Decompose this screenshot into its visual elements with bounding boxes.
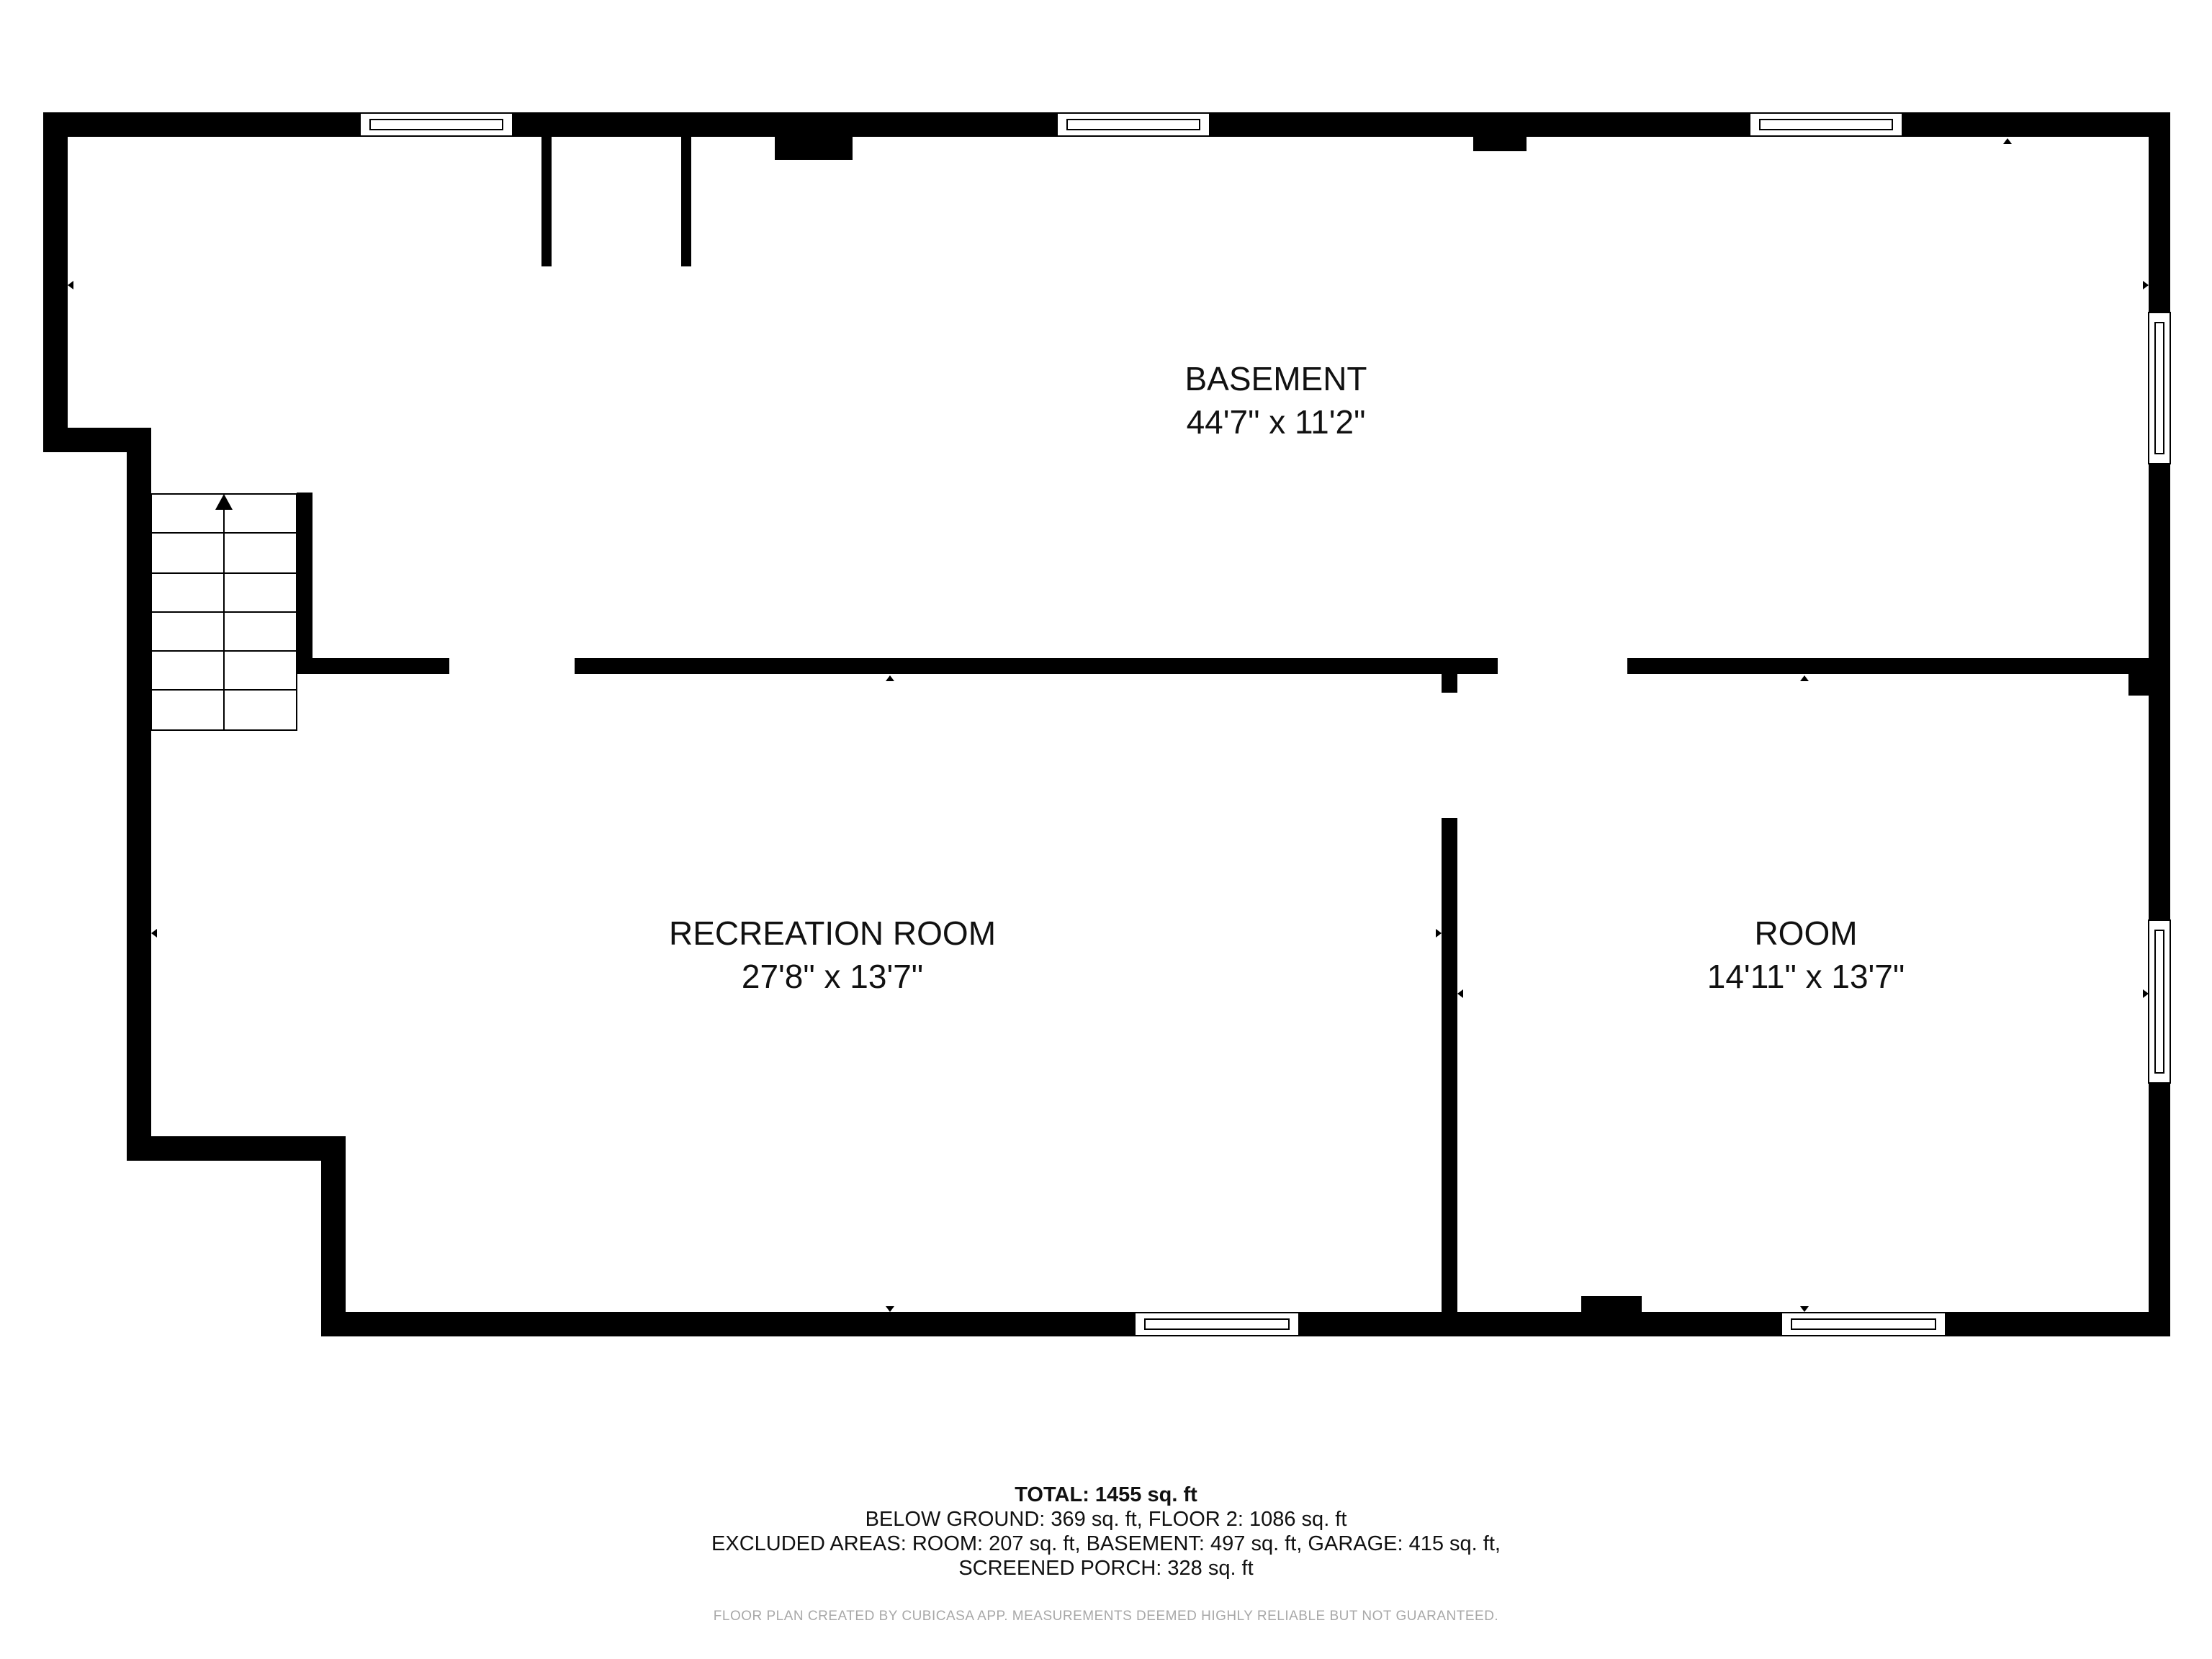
marker-icon — [1800, 1306, 1809, 1312]
window-bottom-1 — [1134, 1312, 1300, 1336]
wall-left-upper — [43, 112, 68, 452]
door-openings — [449, 657, 1627, 818]
wall-right — [2149, 112, 2170, 1336]
room-labels: BASEMENT 44'7" x 11'2" RECREATION ROOM 2… — [669, 360, 1905, 995]
window-right-2 — [2148, 920, 2171, 1084]
column-top-1 — [775, 137, 853, 160]
walls — [43, 112, 2170, 1336]
wall-partition-2 — [681, 137, 691, 266]
room-dimensions-basement: 44'7" x 11'2" — [1187, 403, 1366, 441]
window-top-1 — [359, 112, 513, 137]
marker-icon — [1436, 929, 1442, 938]
door-opening-room — [1498, 657, 1627, 675]
door-opening-divider — [1440, 693, 1459, 818]
door-opening-rec-room — [449, 657, 575, 675]
windows — [359, 112, 2171, 1336]
disclaimer: FLOOR PLAN CREATED BY CUBICASA APP. MEAS… — [713, 1609, 1499, 1624]
marker-icon — [68, 281, 73, 289]
total-area: TOTAL: 1455 sq. ft — [1015, 1483, 1197, 1506]
room-name-recreation-room: RECREATION ROOM — [669, 914, 996, 952]
wall-left-middle — [127, 428, 151, 1161]
wall-stair-side — [297, 493, 313, 674]
stair-up-arrow-icon — [215, 494, 233, 510]
wall-basement-divider — [297, 658, 2170, 674]
window-top-2 — [1056, 112, 1210, 137]
column-right — [2128, 674, 2150, 696]
marker-icon — [1800, 675, 1809, 681]
wall-room-divider — [1442, 674, 1457, 1336]
area-summary-line-1: BELOW GROUND: 369 sq. ft, FLOOR 2: 1086 … — [865, 1508, 1347, 1531]
window-bottom-2 — [1781, 1312, 1946, 1336]
wall-left-lower — [321, 1136, 346, 1336]
window-top-3 — [1749, 112, 1903, 137]
marker-icon — [151, 929, 157, 938]
marker-icon — [886, 675, 894, 681]
area-summary-line-3: SCREENED PORCH: 328 sq. ft — [958, 1557, 1254, 1580]
wall-partition-1 — [541, 137, 552, 266]
marker-icon — [2143, 281, 2149, 289]
staircase — [150, 493, 297, 731]
wall-left-lower-step — [127, 1136, 346, 1161]
marker-icon — [2143, 989, 2149, 998]
marker-icon — [1457, 989, 1463, 998]
area-summary-line-2: EXCLUDED AREAS: ROOM: 207 sq. ft, BASEME… — [711, 1532, 1501, 1555]
marker-icon — [2003, 138, 2012, 144]
column-top-2 — [1473, 137, 1527, 151]
window-right-1 — [2148, 312, 2171, 464]
room-name-basement: BASEMENT — [1184, 360, 1367, 397]
room-name-room: ROOM — [1754, 914, 1857, 952]
room-dimensions-room: 14'11" x 13'7" — [1707, 958, 1905, 995]
column-bottom — [1581, 1296, 1642, 1313]
marker-icon — [2003, 660, 2012, 665]
marker-icon — [886, 1306, 894, 1312]
dimension-markers — [68, 138, 2149, 1312]
room-dimensions-recreation-room: 27'8" x 13'7" — [742, 958, 923, 995]
